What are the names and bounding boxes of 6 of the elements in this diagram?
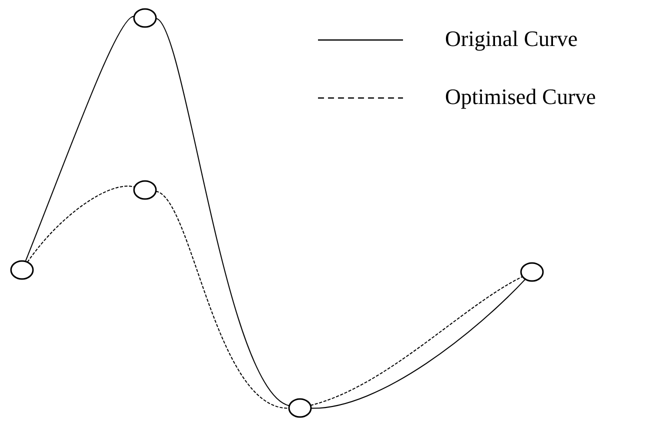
legend-label: Original Curve (445, 26, 578, 52)
optimised-curve-segment (155, 190, 290, 409)
curve-segment (155, 18, 290, 406)
legend-label: Optimised Curve (445, 84, 596, 110)
curve-segment (24, 16, 135, 262)
optimised-curve-segment (26, 186, 136, 263)
